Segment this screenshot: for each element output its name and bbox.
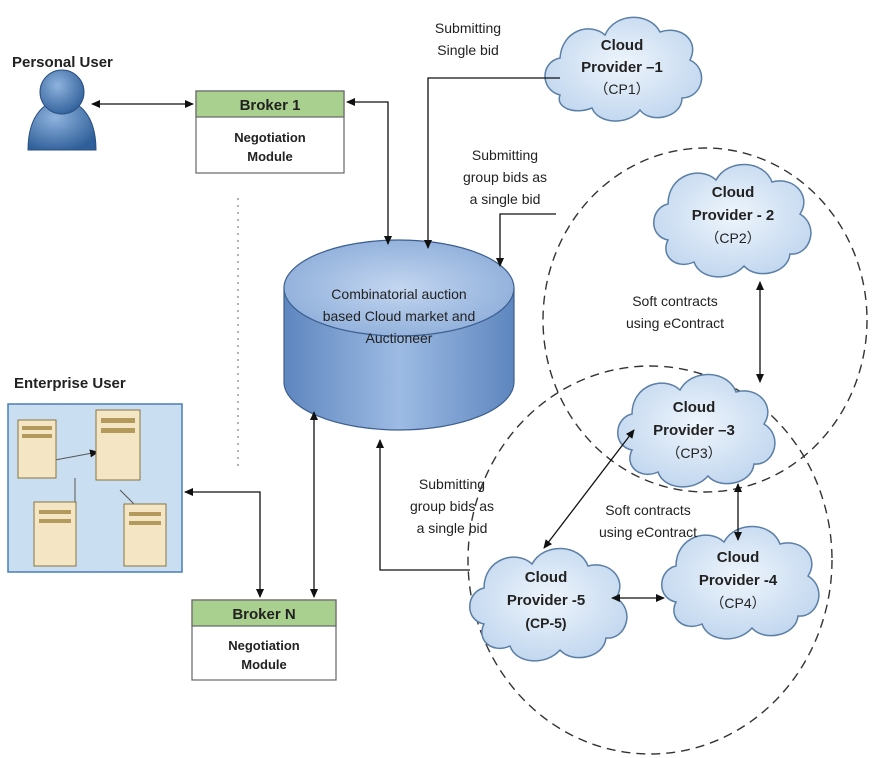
group-bid-bottom-label-line1: Submitting [419, 476, 485, 492]
cloud-provider-4: Cloud Provider -4 （CP4） [661, 525, 820, 640]
cp3-line1: Cloud [673, 399, 716, 416]
cloud-provider-5: Cloud Provider -5 (CP-5) [469, 547, 628, 662]
cp3-cp5-contract-connector [543, 429, 635, 549]
auctioneer-label-line1: Combinatorial auction [331, 286, 466, 302]
broker-n-title: Broker N [232, 606, 295, 623]
broker-1-box: Broker 1 Negotiation Module [195, 90, 345, 174]
group-boundary-bottom [467, 365, 833, 755]
soft-contracts-bottom-label-line2: using eContract [599, 524, 697, 540]
group-bid-bottom-label-line2: group bids as [410, 498, 494, 514]
cp2-line3: （CP2） [705, 230, 760, 246]
server-icon [95, 409, 141, 481]
cp5-line3: (CP-5) [525, 615, 566, 631]
group-bid-top-label-line1: Submitting [472, 147, 538, 163]
group-boundary-top [542, 147, 868, 493]
cp5-line1: Cloud [525, 569, 568, 586]
cp1-line2: Provider –1 [581, 59, 663, 76]
cp3-line2: Provider –3 [653, 422, 735, 439]
single-bid-label-line1: Submitting [435, 20, 501, 36]
group-bid-top-connector [496, 213, 556, 267]
cp4-line2: Provider -4 [699, 572, 778, 589]
cp1-single-bid-connector [424, 77, 560, 249]
group-bid-bottom-label-line3: a single bid [417, 520, 488, 536]
cp3-line3: （CP3） [666, 445, 721, 461]
broker-1-module-line2: Module [247, 149, 293, 164]
cp1-line1: Cloud [601, 37, 644, 54]
auctioneer-label-line2: based Cloud market and [323, 308, 476, 324]
cp4-line1: Cloud [717, 549, 760, 566]
broker-n-box: Broker N Negotiation Module [191, 599, 337, 681]
server-icon [33, 501, 77, 567]
broker-1-title: Broker 1 [240, 97, 301, 114]
broker-1-module-line1: Negotiation [234, 130, 306, 145]
auctioneer-cylinder: Combinatorial auction based Cloud market… [283, 239, 515, 431]
enterprise-user-label: Enterprise User [14, 375, 126, 392]
group-bid-top-label-line2: group bids as [463, 169, 547, 185]
group-bid-top-label-line3: a single bid [470, 191, 541, 207]
soft-contracts-top-label-line2: using eContract [626, 315, 724, 331]
cp1-line3: （CP1） [594, 81, 649, 97]
personal-user-icon [27, 69, 97, 151]
broker1-auctioneer-connector [346, 98, 392, 245]
broker-n-module-line2: Module [241, 657, 287, 672]
cloud-provider-3: Cloud Provider –3 （CP3） [617, 373, 776, 488]
cloud-provider-2: Cloud Provider - 2 （CP2） [653, 163, 812, 278]
cp5-line2: Provider -5 [507, 592, 585, 609]
cp2-line2: Provider - 2 [692, 207, 775, 224]
auctioneer-label-line3: Auctioneer [366, 330, 433, 346]
broker-n-module-line1: Negotiation [228, 638, 300, 653]
single-bid-label-line2: Single bid [437, 42, 499, 58]
soft-contracts-top-label-line1: Soft contracts [632, 293, 718, 309]
enterprise-brokern-connector [184, 488, 264, 598]
enterprise-network-panel [7, 403, 183, 573]
personal-user-label: Personal User [12, 54, 113, 71]
cp4-line3: （CP4） [710, 595, 765, 611]
group-bid-bottom-connector [376, 439, 470, 571]
soft-contracts-bottom-label-line1: Soft contracts [605, 502, 691, 518]
server-icon [123, 503, 167, 567]
server-icon [17, 419, 57, 479]
cp2-line1: Cloud [712, 184, 755, 201]
cloud-provider-1: Cloud Provider –1 （CP1） [544, 16, 703, 122]
